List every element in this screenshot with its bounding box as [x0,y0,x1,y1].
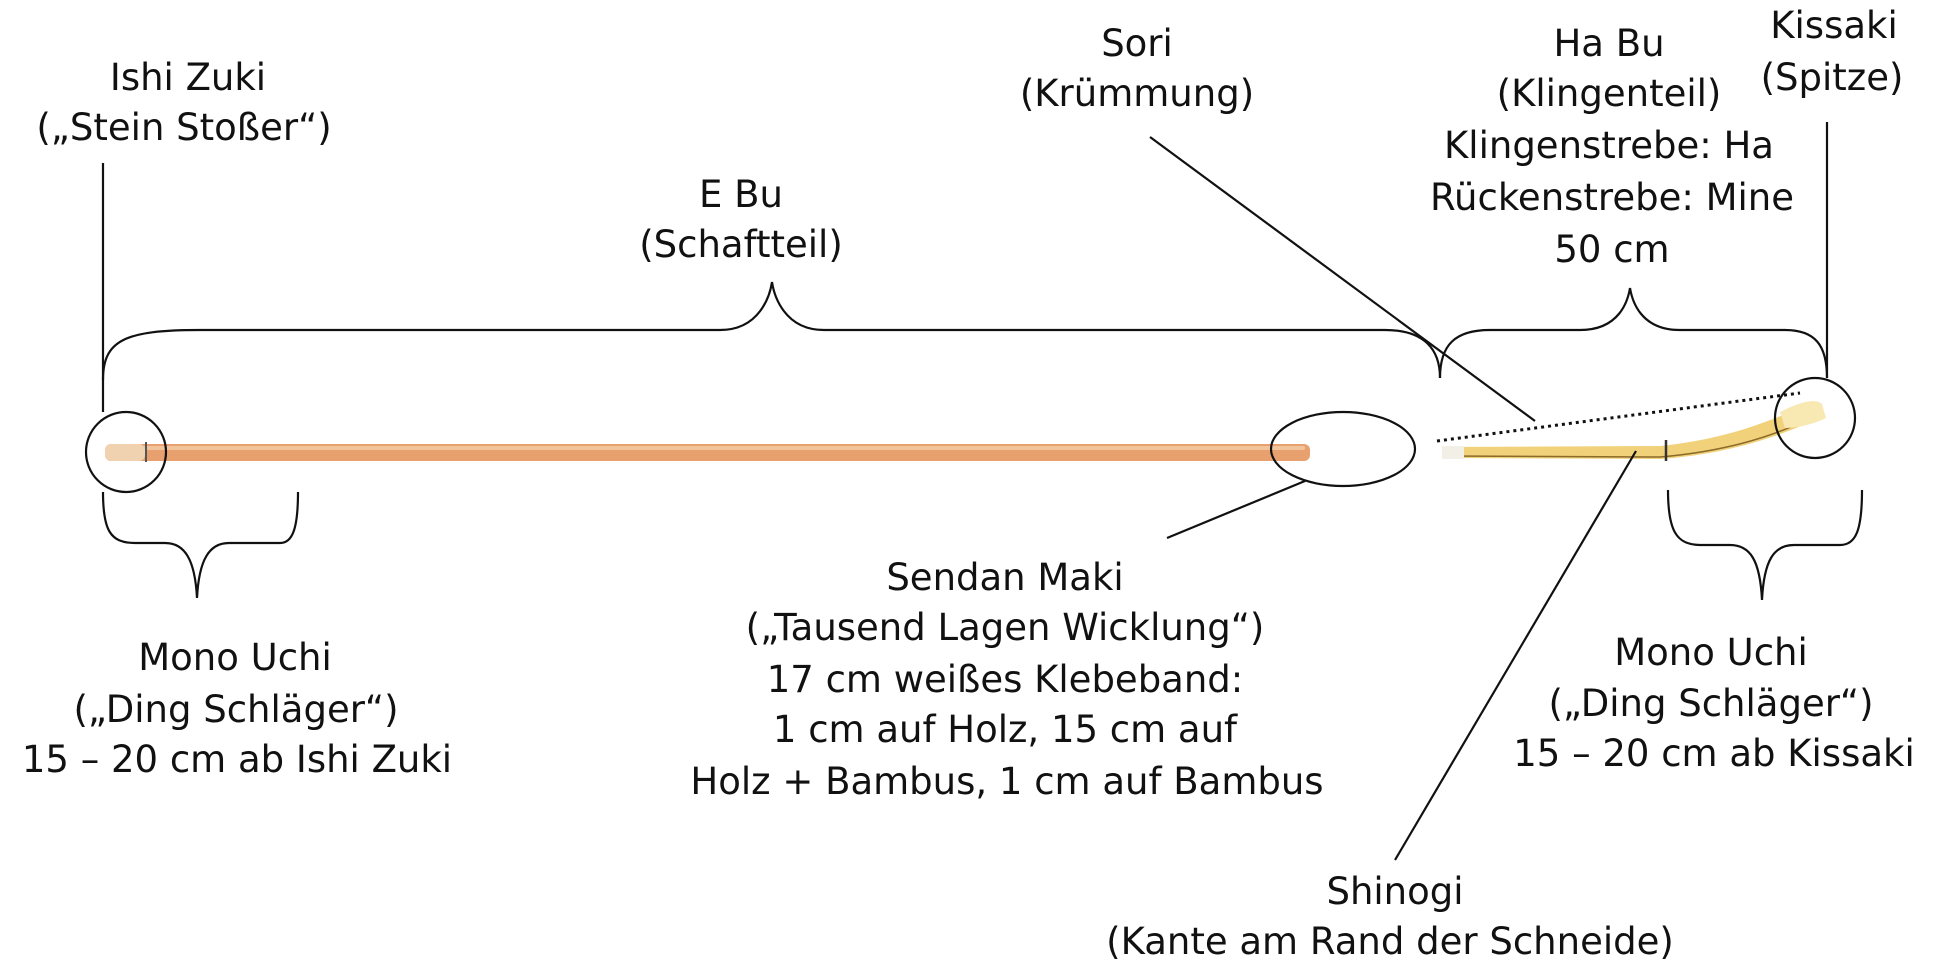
wooden-shaft-highlight [110,446,1305,450]
mono-uchi-left-label: Mono Uchi („Ding Schläger“) 15 – 20 cm a… [22,636,452,781]
kissaki-tip [1780,401,1826,428]
kissaki-subtitle: (Spitze) [1761,56,1904,99]
sendan-maki-detail-1: 1 cm auf Holz, 15 cm auf [773,708,1238,751]
sori-chord [1436,391,1801,443]
sori-subtitle: (Krümmung) [1020,72,1254,115]
ishi-zuki-subtitle: („Stein Stoßer“) [36,106,331,149]
mono-uchi-left-brace [101,491,300,599]
ha-bu-rueckenstrebe: Rückenstrebe: Mine [1430,176,1794,219]
sendan-maki-leader [1166,479,1306,540]
bamboo-blade-body [1442,408,1810,459]
sendan-maki-ellipse [1269,410,1417,488]
shinogi-leader [1394,450,1637,861]
ishi-zuki-title: Ishi Zuki [110,56,266,99]
sori-label: Sori (Krümmung) [1020,22,1254,115]
mono-uchi-right-title: Mono Uchi [1614,631,1808,674]
sendan-maki-label: Sendan Maki („Tausend Lagen Wicklung“) 1… [690,556,1323,803]
mono-uchi-right-brace [1666,489,1864,601]
kissaki-label: Kissaki (Spitze) [1761,4,1904,99]
ha-bu-title: Ha Bu [1553,22,1664,65]
ishi-zuki-end [105,444,145,461]
shinogi-title: Shinogi [1326,870,1463,913]
mono-uchi-right-range: 15 – 20 cm ab Kissaki [1513,732,1915,775]
kissaki-circle [1773,376,1857,460]
ha-bu-brace [1438,287,1829,379]
ha-bu-label: Ha Bu (Klingenteil) Klingenstrebe: Ha Rü… [1430,22,1794,271]
mono-uchi-left-range: 15 – 20 cm ab Ishi Zuki [22,738,452,781]
shinogi-subtitle: (Kante am Rand der Schneide) [1106,920,1674,963]
e-bu-label: E Bu (Schaftteil) [639,173,843,266]
mono-uchi-left-subtitle: („Ding Schläger“) [73,688,398,731]
mono-uchi-right-subtitle: („Ding Schläger“) [1548,682,1873,725]
e-bu-brace [101,281,1442,381]
ishi-zuki-label: Ishi Zuki („Stein Stoßer“) [36,56,331,149]
ha-bu-subtitle: (Klingenteil) [1497,72,1722,115]
e-bu-title: E Bu [699,173,783,216]
sendan-maki-tape-length: 17 cm weißes Klebeband: [767,658,1244,701]
kissaki-title: Kissaki [1770,4,1897,47]
sendan-maki-detail-2: Holz + Bambus, 1 cm auf Bambus [690,760,1323,803]
shinogi-label: Shinogi (Kante am Rand der Schneide) [1106,870,1674,963]
wooden-shaft [105,442,1310,462]
mono-uchi-left-title: Mono Uchi [138,636,332,679]
ishi-zuki-circle [84,410,168,494]
sendan-maki-tape [1442,446,1464,459]
ha-bu-klingenstrebe: Klingenstrebe: Ha [1444,124,1774,167]
mono-uchi-right-label: Mono Uchi („Ding Schläger“) 15 – 20 cm a… [1513,631,1915,775]
bamboo-blade [1441,401,1826,461]
e-bu-subtitle: (Schaftteil) [639,223,843,266]
ha-bu-length: 50 cm [1554,228,1669,271]
sendan-maki-title: Sendan Maki [886,556,1123,599]
sori-title: Sori [1101,22,1173,65]
sori-leader [1149,136,1536,422]
sendan-maki-subtitle: („Tausend Lagen Wicklung“) [746,606,1265,649]
